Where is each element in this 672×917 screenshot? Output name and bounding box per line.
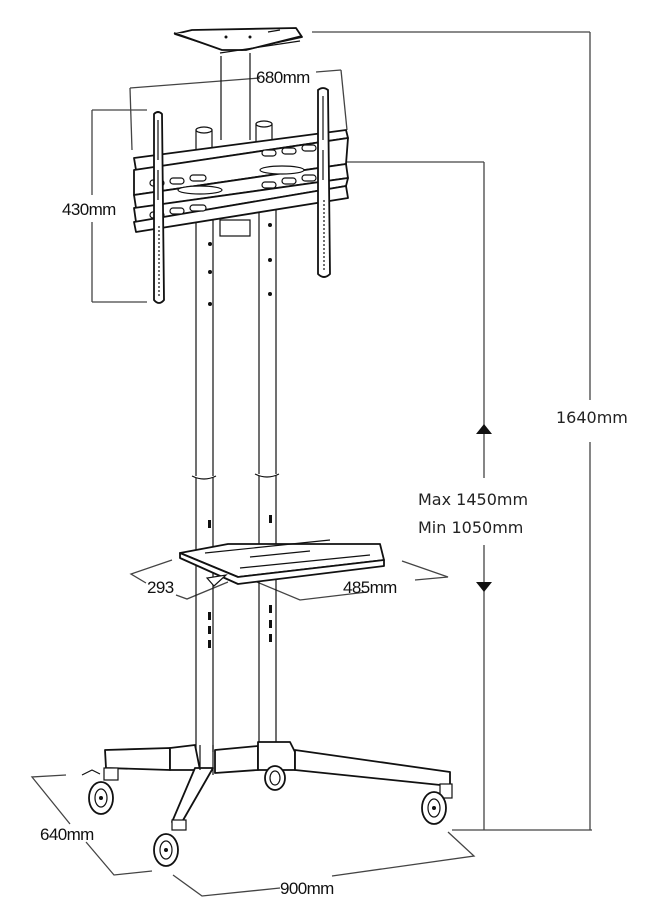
shelf-depth-label: 293 — [147, 578, 174, 597]
adjust-max-label: Max 1450mm — [418, 490, 528, 509]
caster-front-left — [81, 767, 119, 815]
mount-height-label: 430mm — [62, 200, 116, 219]
dimension-mount-width — [129, 69, 348, 151]
shelf-width-label: 485mm — [343, 578, 397, 597]
vesa-mount-bracket — [133, 87, 349, 304]
dimension-shelf — [129, 559, 449, 601]
middle-av-shelf — [179, 539, 385, 587]
twin-column — [191, 120, 280, 752]
caster-front-right — [421, 783, 453, 825]
caster-back-center — [264, 765, 286, 791]
mount-width-label: 680mm — [256, 68, 310, 87]
vesa-arm-left — [153, 111, 165, 304]
dimension-adjustable-height — [347, 161, 492, 830]
top-camera-shelf — [173, 27, 303, 140]
base-width-label: 900mm — [280, 879, 334, 898]
caster-front-center — [153, 819, 187, 867]
arrow-down-icon — [476, 582, 492, 592]
adjust-min-label: Min 1050mm — [418, 518, 523, 537]
dimension-base — [30, 774, 476, 897]
caster-wheels — [81, 765, 453, 867]
wheeled-base — [104, 741, 451, 823]
arrow-up-icon — [476, 424, 492, 434]
column-holes — [208, 223, 272, 648]
dimension-mount-height — [91, 109, 147, 303]
total-height-label: 1640mm — [556, 408, 628, 427]
base-depth-label: 640mm — [40, 825, 94, 844]
dimension-total-height — [312, 31, 592, 831]
vesa-arm-right — [317, 87, 331, 278]
